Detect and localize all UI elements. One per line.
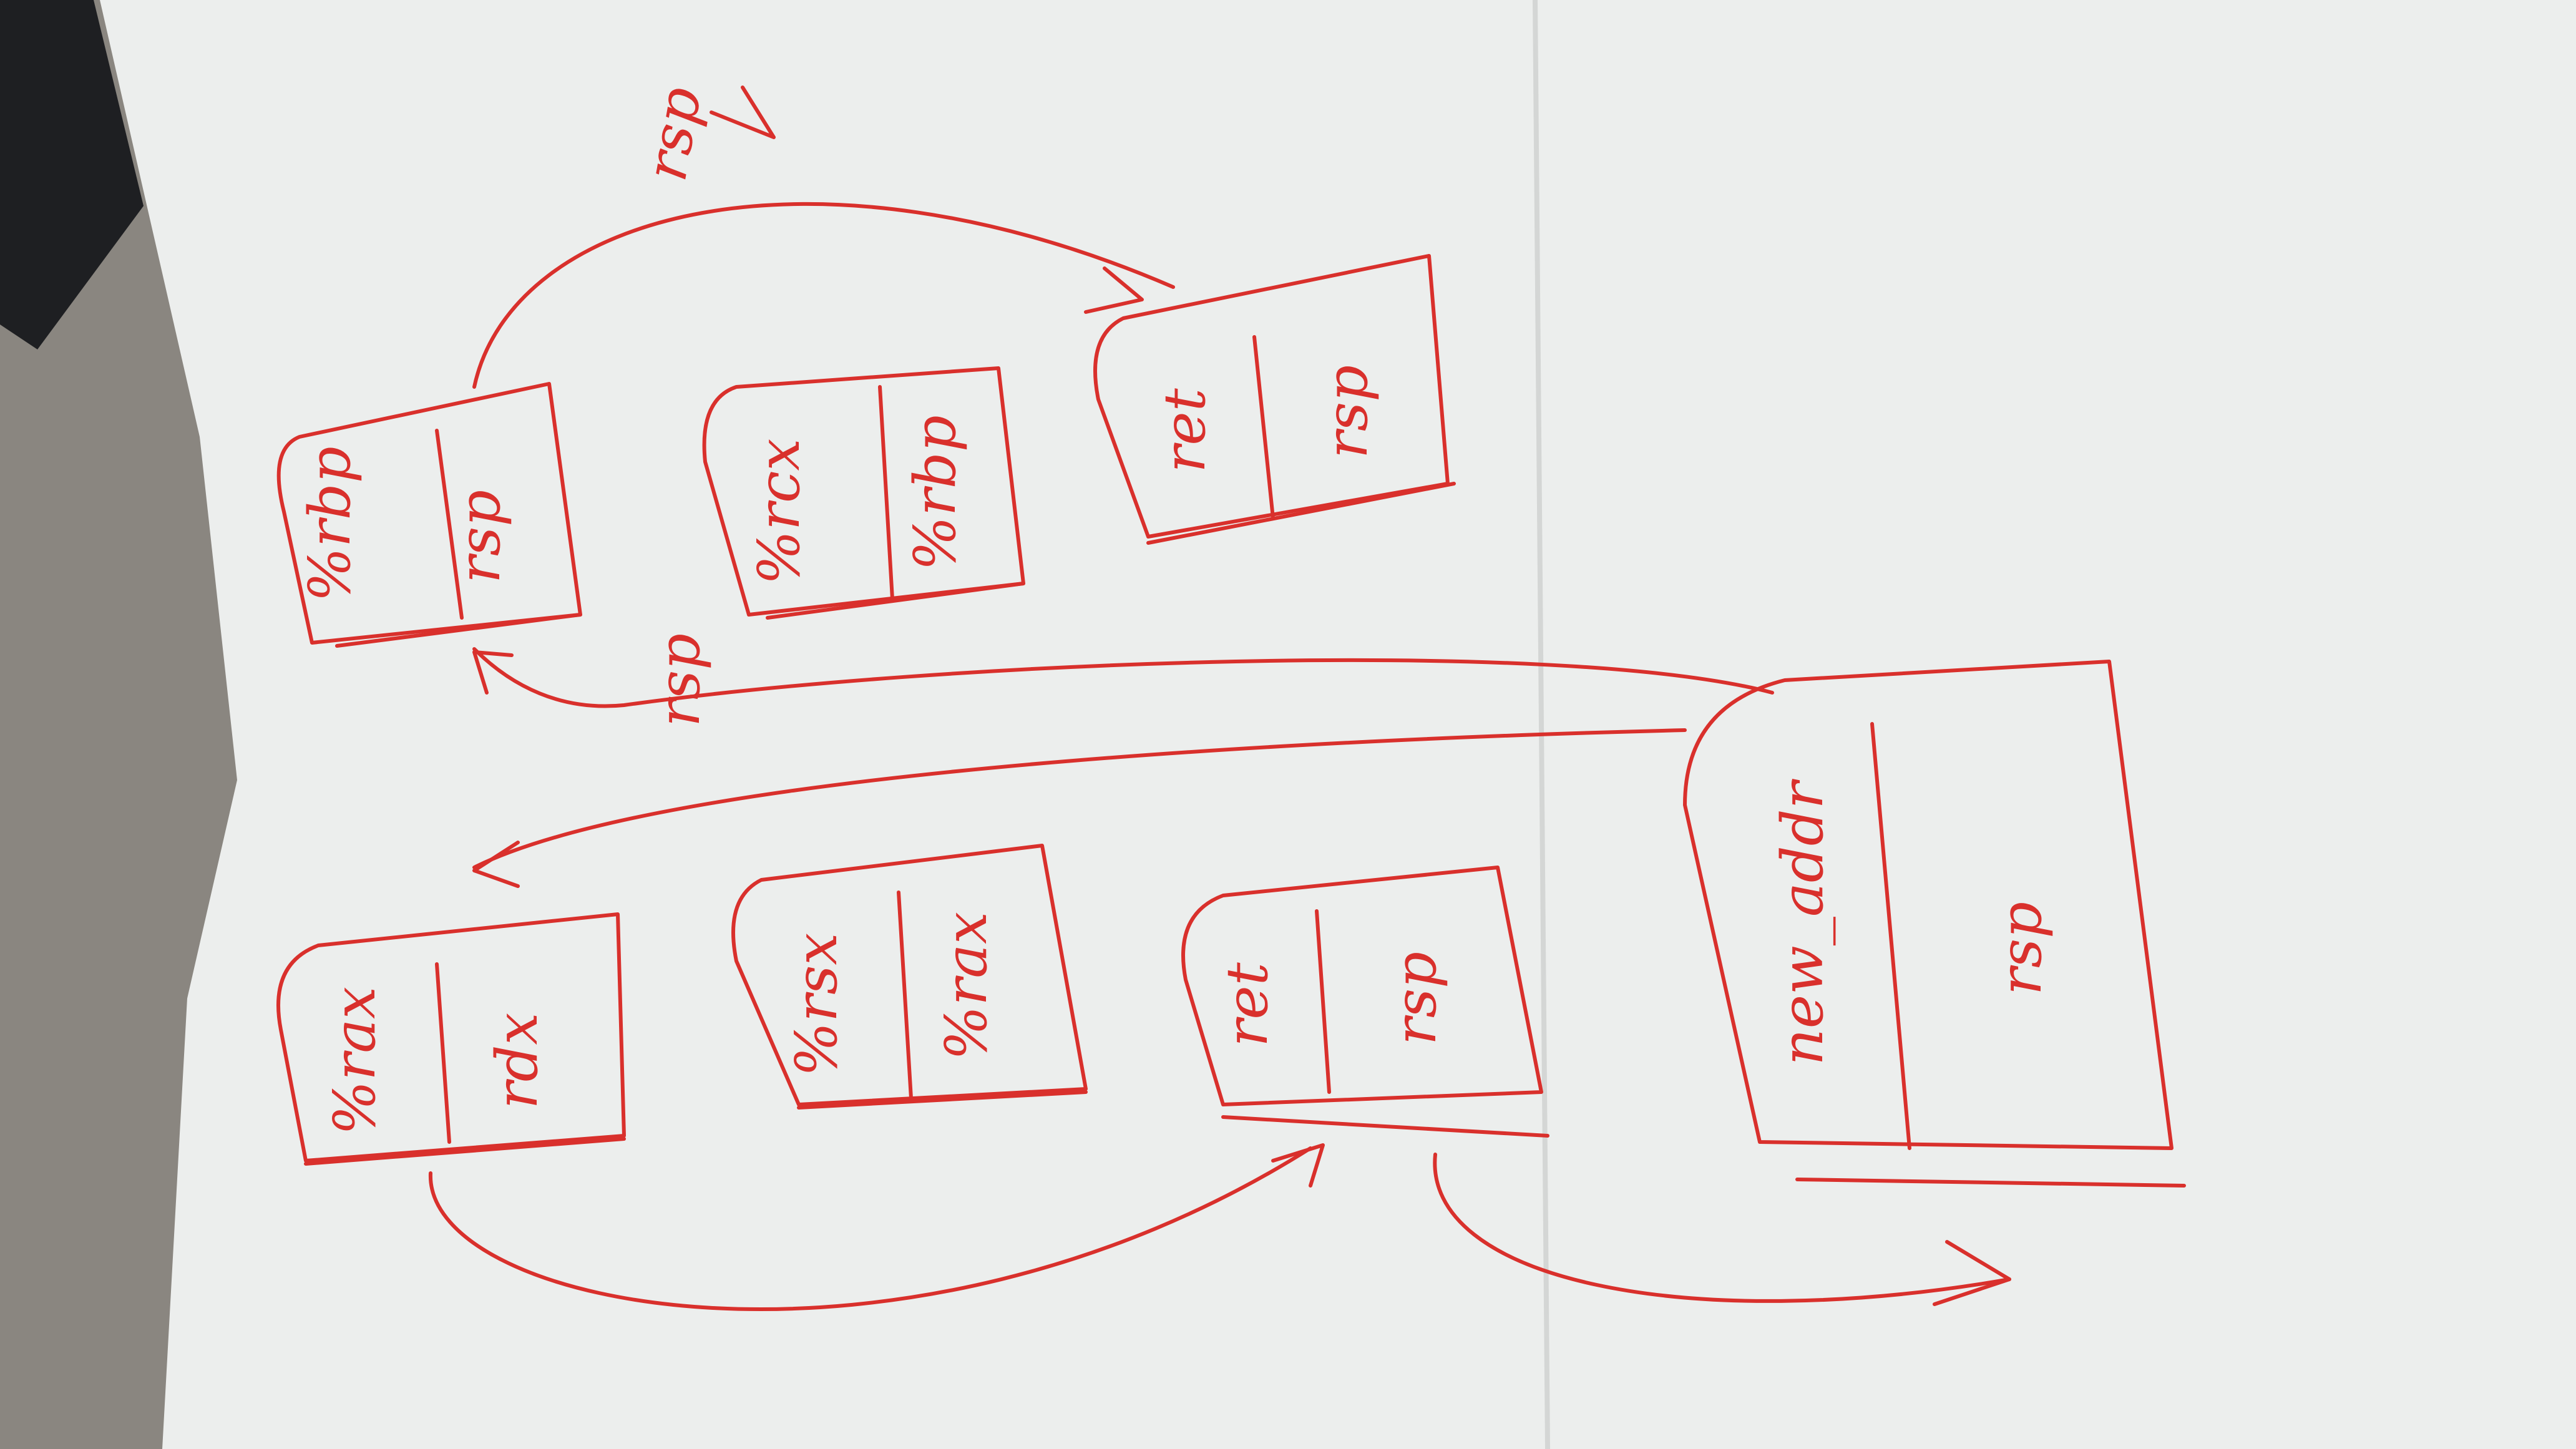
box-top-2: %rcx %rbp [702, 366, 1025, 620]
box-top-2-bottom: %rbp [902, 415, 968, 570]
arrow-top-label: rsp [632, 82, 714, 185]
box-big-bottom: rsp [1988, 902, 2054, 995]
box-top-1-bottom: rsp [446, 490, 513, 583]
box-bottom-2: %rsx %rax [731, 844, 1088, 1110]
box-bottom-2-bottom: %rax [933, 912, 1000, 1060]
arrow-bottom-right [1433, 1153, 2011, 1306]
box-top-3-bottom: rsp [1314, 365, 1380, 459]
box-top-3-top: ret [1151, 388, 1218, 472]
box-bottom-3: ret rsp [1181, 866, 1549, 1138]
paper-fold [1533, 0, 1550, 1449]
arrow-bottom-left [428, 1143, 1325, 1311]
box-top-1-top: %rbp [296, 446, 363, 602]
arrow-middle-label: rsp [646, 633, 713, 727]
box-bottom-1-top: %rax [321, 987, 388, 1135]
arrow-middle: rsp [472, 633, 1774, 727]
box-bottom-1: %rax rdx [276, 912, 626, 1166]
box-top-2-top: %rcx [746, 439, 812, 585]
paper-sheet [100, 0, 2576, 1449]
dark-object [0, 0, 144, 349]
arrow-top: rsp [472, 82, 1175, 389]
box-bottom-2-top: %rsx [783, 933, 850, 1077]
box-bottom-3-bottom: rsp [1382, 952, 1449, 1045]
box-top-3: ret rsp [1093, 254, 1456, 545]
box-top-1: %rbp rsp [276, 382, 582, 648]
box-bottom-1-bottom: rdx [484, 1013, 550, 1110]
box-big: new_addr rsp [1683, 660, 2186, 1188]
box-bottom-3-top: ret [1214, 962, 1281, 1046]
arrow-lower [472, 728, 1687, 888]
box-big-top: new_addr [1769, 778, 1836, 1065]
